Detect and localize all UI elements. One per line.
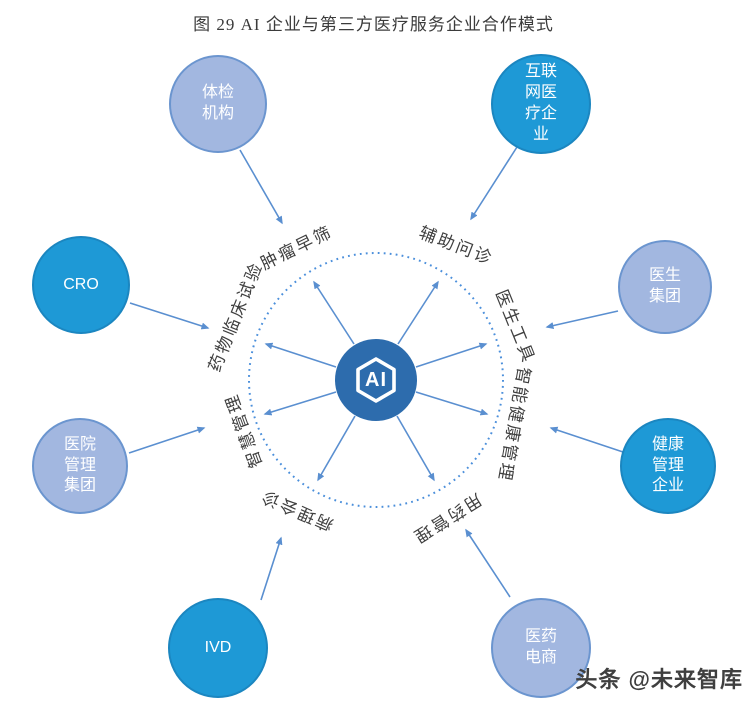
connector-physical-exam xyxy=(239,149,283,225)
spoke-arrow-down-right xyxy=(396,415,435,482)
hexagon-icon xyxy=(356,357,396,403)
connector-internet-medical xyxy=(470,146,518,221)
connector-cro xyxy=(129,302,210,330)
spoke-arrow-down-left xyxy=(317,415,356,482)
node-label: 健康管理企业 xyxy=(651,435,684,495)
spoke-arrow-right-down xyxy=(415,391,489,416)
connector-pharma-ecommerce xyxy=(465,528,511,598)
connector-doctor-group xyxy=(545,310,619,329)
connector-ivd xyxy=(260,536,283,601)
watermark: 头条 @未来智库 xyxy=(575,667,743,692)
spoke-arrow-left-down xyxy=(263,391,337,416)
spoke-arrow-left-up xyxy=(264,342,337,368)
dotted-ring xyxy=(248,252,504,508)
node-hospital-management-group: 医院管理集团 xyxy=(32,418,128,514)
node-pharma-ecommerce: 医药电商 xyxy=(491,598,591,698)
node-ivd: IVD xyxy=(168,598,268,698)
connector-health-management xyxy=(549,426,624,453)
figure-title: 图 29 AI 企业与第三方医疗服务企业合作模式 xyxy=(193,15,554,34)
node-physical-exam-org: 体检机构 xyxy=(169,55,267,153)
node-label: 体检机构 xyxy=(201,84,234,122)
node-label: 医生集团 xyxy=(648,267,681,305)
node-label: 医院管理集团 xyxy=(63,435,96,495)
node-label: CRO xyxy=(63,275,99,293)
node-label: 医药电商 xyxy=(524,628,557,666)
node-label: IVD xyxy=(204,638,232,656)
node-cro: CRO xyxy=(32,236,130,334)
spoke-arrow-up-right xyxy=(313,280,355,345)
ai-hub-label: AI xyxy=(365,368,387,391)
spoke-arrow-right-up xyxy=(415,342,488,368)
node-health-management-company: 健康管理企业 xyxy=(620,418,716,514)
connector-hospital-management xyxy=(128,426,206,454)
spoke-arrow-up-left xyxy=(397,280,439,345)
node-label: 互联网医疗企业 xyxy=(524,63,557,143)
node-internet-medical-company: 互联网医疗企业 xyxy=(491,54,591,154)
node-doctor-group: 医生集团 xyxy=(618,240,712,334)
ai-hub: AI xyxy=(335,339,417,421)
